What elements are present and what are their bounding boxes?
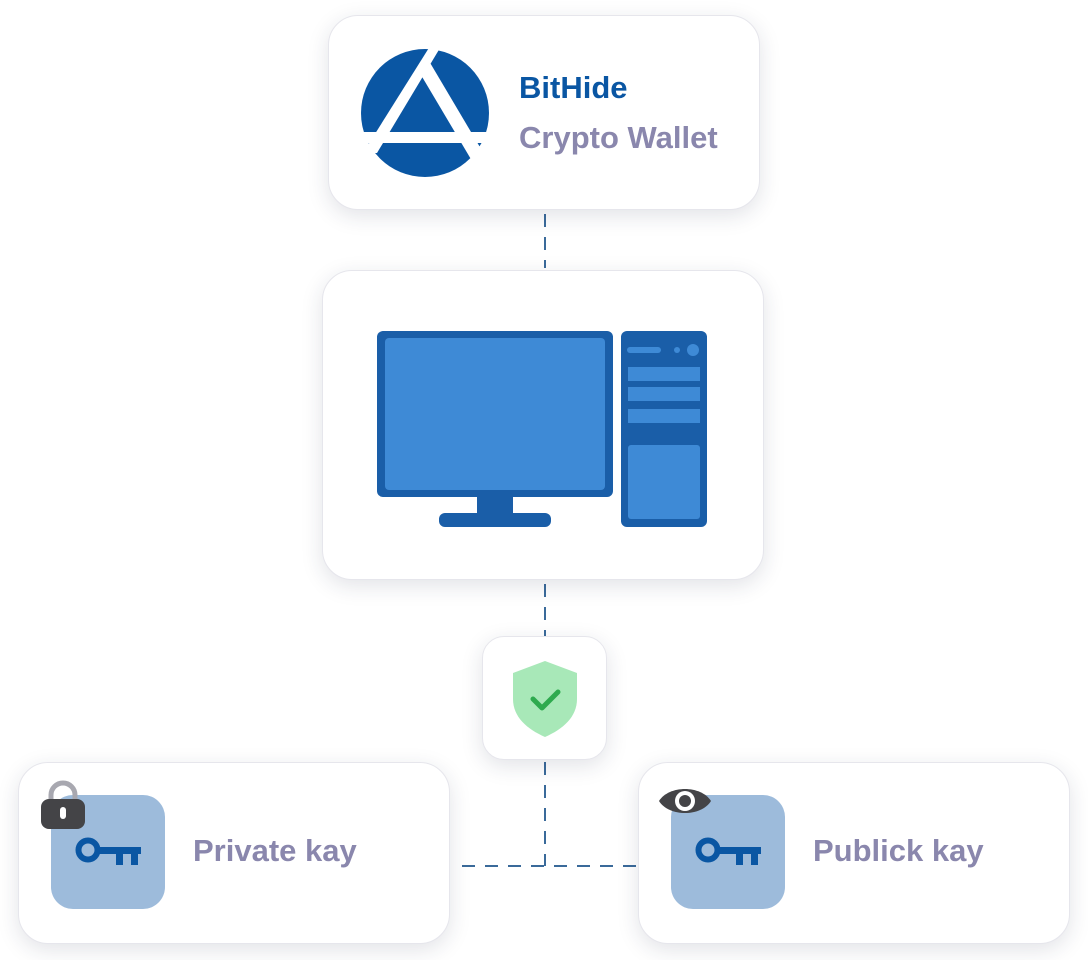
wallet-card: BitHide Crypto Wallet (328, 15, 760, 210)
key-icon (75, 837, 141, 865)
eye-icon (659, 789, 711, 813)
key-tile (671, 795, 785, 909)
private-key-card: Private kay (18, 762, 450, 944)
public-key-label: Publick kay (813, 833, 984, 868)
computer-card (322, 270, 764, 580)
public-key-card: Publick kay (638, 762, 1070, 944)
key-tile (51, 795, 165, 909)
brand-subtitle: Crypto Wallet (519, 120, 718, 155)
brand-name: BitHide (519, 70, 628, 105)
desktop-computer-icon (377, 331, 707, 527)
lock-icon (41, 780, 85, 829)
key-icon (695, 837, 761, 865)
private-key-label: Private kay (193, 833, 357, 868)
security-card (482, 636, 607, 760)
shield-check-icon (513, 661, 577, 737)
bithide-logo-icon (359, 47, 491, 177)
